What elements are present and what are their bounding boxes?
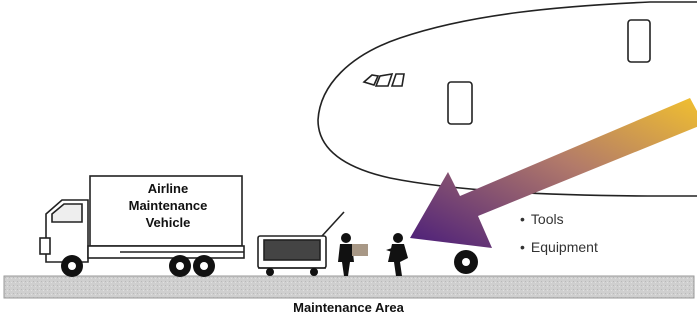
equipment-cart-icon <box>258 212 344 268</box>
item-list: Tools Equipment <box>520 208 598 264</box>
worker-icon <box>338 233 368 276</box>
truck-label: Airline Maintenance Vehicle <box>98 180 238 231</box>
ground-strip <box>4 276 694 298</box>
list-item: Tools <box>520 208 598 236</box>
area-caption: Maintenance Area <box>0 300 697 315</box>
truck-label-line: Airline <box>98 180 238 197</box>
worker-icon <box>386 233 408 276</box>
truck-label-line: Vehicle <box>98 214 238 231</box>
truck-label-line: Maintenance <box>98 197 238 214</box>
list-item: Equipment <box>520 236 598 264</box>
